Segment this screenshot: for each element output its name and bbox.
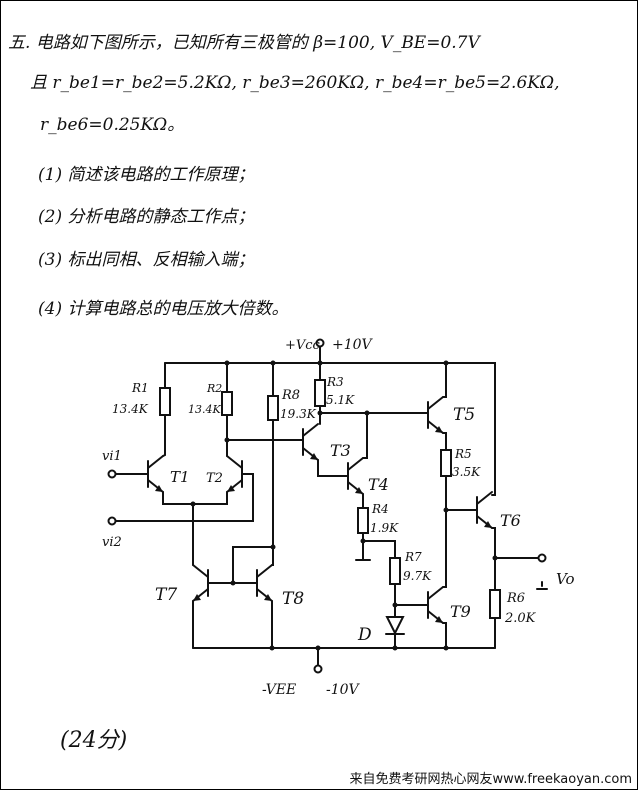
- r7-value: 9.7K: [403, 569, 432, 583]
- wire: [347, 457, 364, 471]
- wire: [162, 491, 228, 505]
- wire: [491, 527, 496, 649]
- question-2: (2) 分析电路的静态工作点；: [38, 207, 255, 227]
- t3-label: T3: [330, 441, 351, 460]
- wire: [232, 546, 274, 584]
- t5-label: T5: [453, 405, 475, 425]
- transistor-t8-emitter-arrow: [264, 594, 272, 601]
- wire: [362, 540, 396, 649]
- wire: [317, 459, 349, 477]
- r5-value: 3.5K: [452, 465, 481, 479]
- wire: [442, 509, 447, 588]
- wire: [427, 396, 444, 410]
- resistor-r6: [489, 589, 501, 619]
- wire: [271, 362, 274, 566]
- score-label: (24分): [60, 728, 128, 753]
- wire: [256, 564, 273, 578]
- resistor-r4: [357, 507, 369, 534]
- r6-label: R6: [506, 591, 525, 606]
- r2-value: 13.4K: [188, 403, 221, 416]
- transistor-t4-emitter-arrow: [355, 487, 363, 494]
- wire: [164, 362, 496, 496]
- t8-label: T8: [282, 589, 304, 609]
- vcc-label: +Vcc: [285, 338, 321, 353]
- vi2-input-terminal: [107, 516, 117, 526]
- wire: [476, 491, 493, 505]
- wire: [111, 473, 254, 522]
- transistor-t6-emitter-arrow: [484, 521, 492, 528]
- resistor-r2: [221, 391, 233, 416]
- junction-dot: [392, 645, 398, 651]
- wire: [427, 586, 444, 600]
- r7-label: R7: [404, 550, 422, 564]
- wire: [226, 455, 243, 469]
- question-3: (3) 标出同相、反相输入端；: [38, 250, 255, 270]
- resistor-r1: [159, 387, 171, 416]
- vcc-value: +10V: [332, 337, 374, 353]
- resistor-r7: [389, 557, 401, 585]
- resistor-r3: [314, 379, 326, 407]
- transistor-t3-emitter-arrow: [310, 453, 318, 460]
- transistor-t1-emitter-arrow: [155, 485, 163, 492]
- junction-dot: [443, 645, 449, 651]
- resistor-r8: [267, 395, 279, 421]
- t2-label: T2: [206, 471, 223, 486]
- wire: [442, 362, 447, 398]
- problem-statement-line-1: 五. 电路如下图所示，已知所有三极管的 β=100, V_BE=0.7V: [8, 33, 480, 53]
- r4-label: R4: [371, 502, 389, 516]
- vi2-label: vi2: [102, 535, 122, 550]
- r6-value: 2.0K: [504, 611, 537, 626]
- r8-value: 19.3K: [280, 407, 317, 421]
- junction-dot: [269, 645, 275, 651]
- vi1-label: vi1: [102, 449, 122, 464]
- t7-label: T7: [155, 585, 177, 605]
- t9-label: T9: [450, 602, 471, 621]
- vcc-terminal: [315, 338, 325, 348]
- resistor-r5: [440, 449, 452, 477]
- r2-label: R2: [206, 382, 222, 395]
- vi1-input-terminal: [107, 469, 117, 479]
- vee-label: -VEE: [262, 682, 296, 698]
- diode-d: [385, 616, 405, 636]
- r1-value: 13.4K: [112, 402, 149, 416]
- r1-label: R1: [131, 381, 149, 395]
- wire: [147, 455, 164, 469]
- wire: [362, 412, 368, 459]
- transistor-t9-emitter-arrow: [435, 616, 443, 623]
- vee-value: -10V: [326, 682, 361, 698]
- vo-label: Vo: [556, 570, 575, 588]
- wire: [442, 432, 447, 511]
- question-1: (1) 简述该电路的工作原理；: [38, 165, 255, 185]
- r3-value: 5.1K: [326, 393, 355, 407]
- r8-label: R8: [281, 388, 300, 403]
- r3-label: R3: [326, 375, 344, 389]
- r5-label: R5: [454, 447, 472, 461]
- t4-label: T4: [368, 475, 389, 494]
- t1-label: T1: [170, 468, 190, 486]
- transistor-t5-emitter-arrow: [435, 426, 443, 433]
- vo-output-terminal: [537, 553, 547, 563]
- wire: [302, 423, 319, 437]
- source-footer: 来自免费考研网热心网友www.freekaoyan.com: [349, 772, 632, 787]
- diode-label: D: [357, 625, 372, 645]
- r4-value: 1.9K: [370, 521, 399, 535]
- t6-label: T6: [500, 511, 521, 530]
- wire: [442, 622, 447, 649]
- transistor-t2-emitter-arrow: [227, 485, 235, 492]
- problem-statement-line-3: r_be6=0.25KΩ。: [40, 115, 185, 135]
- transistor-t7-emitter-arrow: [193, 594, 201, 601]
- wire: [192, 564, 209, 578]
- question-4: (4) 计算电路总的电压放大倍数。: [38, 299, 289, 319]
- problem-statement-line-2: 且 r_be1=r_be2=5.2KΩ, r_be3=260KΩ, r_be4=…: [30, 73, 560, 93]
- vee-terminal: [313, 664, 323, 674]
